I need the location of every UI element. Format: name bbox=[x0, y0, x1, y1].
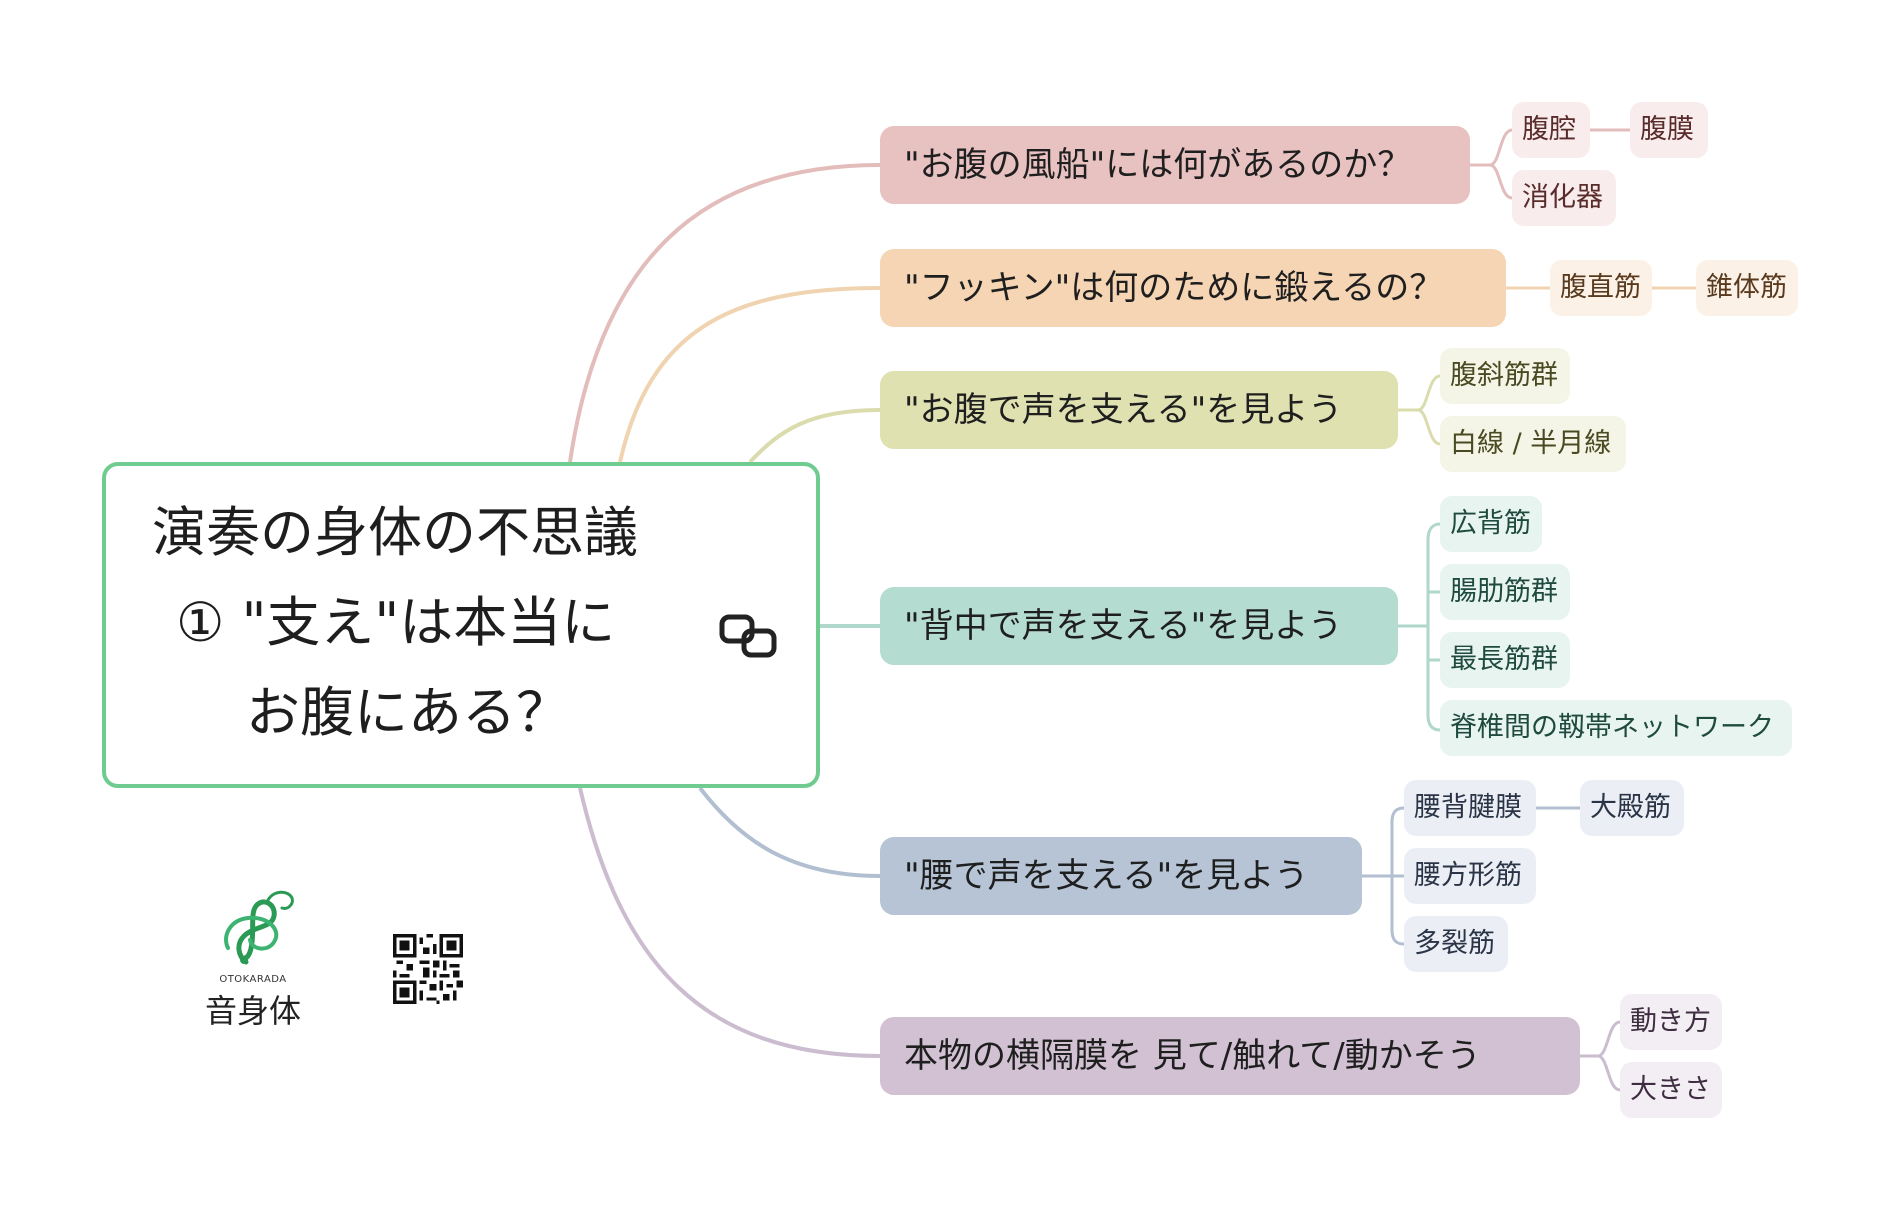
connector-topic-3 bbox=[748, 408, 881, 464]
connector-topic-1 bbox=[568, 163, 881, 463]
topic-abs-training[interactable]: "フッキン"は何のために鍛えるの？ bbox=[880, 249, 1506, 327]
topic-support-with-back[interactable]: "背中で声を支える"を見よう bbox=[880, 587, 1398, 665]
qr-code-icon bbox=[393, 934, 463, 1004]
logo-name: 音身体 bbox=[204, 992, 301, 1030]
central-topic-line-3: お腹にある？ bbox=[246, 681, 570, 744]
subtopic-quadratus-lumborum[interactable]: 腰方形筋 bbox=[1404, 848, 1536, 904]
subtopic-how-it-moves[interactable]: 動き方 bbox=[1620, 994, 1722, 1050]
subtopic-peritoneum[interactable]: 腹膜 bbox=[1630, 102, 1708, 158]
link-icon[interactable] bbox=[718, 611, 780, 661]
subtopic-digestive-organs[interactable]: 消化器 bbox=[1512, 170, 1616, 226]
topic-support-with-lower-back[interactable]: "腰で声を支える"を見よう bbox=[880, 837, 1362, 915]
subtopic-obliques[interactable]: 腹斜筋群 bbox=[1440, 348, 1570, 404]
subtopic-gluteus-maximus[interactable]: 大殿筋 bbox=[1580, 780, 1684, 836]
topic-real-diaphragm[interactable]: 本物の横隔膜を 見て/触れて/動かそう bbox=[880, 1017, 1580, 1095]
central-topic-line-2: ① "支え"は本当に bbox=[176, 591, 616, 654]
central-topic-line-1: 演奏の身体の不思議 bbox=[152, 501, 638, 564]
subtopic-thoracolumbar-fascia[interactable]: 腰背腱膜 bbox=[1404, 780, 1536, 836]
subtopic-size[interactable]: 大きさ bbox=[1620, 1062, 1722, 1118]
connector-topic-6 bbox=[578, 787, 881, 1058]
connector-topic-2 bbox=[618, 286, 881, 463]
subtopic-abdominal-cavity[interactable]: 腹腔 bbox=[1512, 102, 1590, 158]
topic-abdominal-balloon[interactable]: "お腹の風船"には何があるのか？ bbox=[880, 126, 1470, 204]
central-topic[interactable]: 演奏の身体の不思議 ① "支え"は本当に お腹にある？ bbox=[102, 462, 820, 788]
subtopic-rectus-abdominis[interactable]: 腹直筋 bbox=[1550, 260, 1652, 316]
subtopic-multifidus[interactable]: 多裂筋 bbox=[1404, 916, 1508, 972]
topic-support-with-belly[interactable]: "お腹で声を支える"を見よう bbox=[880, 371, 1398, 449]
connector-topic-5 bbox=[698, 786, 881, 878]
subtopic-iliocostalis[interactable]: 腸肋筋群 bbox=[1440, 564, 1570, 620]
subtopic-latissimus-dorsi[interactable]: 広背筋 bbox=[1440, 496, 1542, 552]
treble-clef-logo-icon bbox=[224, 890, 294, 965]
subtopic-pyramidalis[interactable]: 錐体筋 bbox=[1696, 260, 1798, 316]
logo-small-text: OTOKARADA bbox=[219, 974, 287, 985]
subtopic-spinal-ligament-network[interactable]: 脊椎間の靱帯ネットワーク bbox=[1440, 700, 1792, 756]
subtopic-longissimus[interactable]: 最長筋群 bbox=[1440, 632, 1570, 688]
otokarada-logo: OTOKARADA 音身体 bbox=[198, 886, 308, 1030]
subtopic-linea-alba[interactable]: 白線 / 半月線 bbox=[1440, 416, 1626, 472]
